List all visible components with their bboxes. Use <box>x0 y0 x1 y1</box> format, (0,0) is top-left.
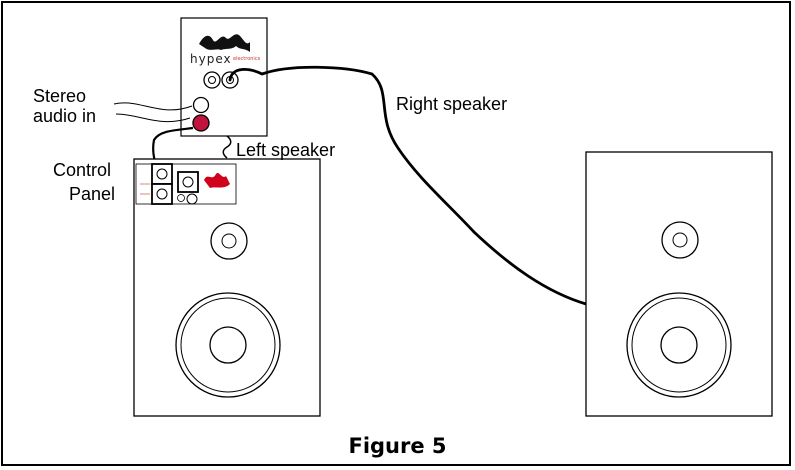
hypex-logo-icon <box>199 34 250 52</box>
stereo-audio-in-label-line2: audio in <box>33 106 97 126</box>
stereo-audio-in-label-line1: Stereo <box>33 86 87 106</box>
control-panel-connector-top <box>151 163 173 185</box>
output-jack-left <box>203 71 221 89</box>
control-panel-label-line2: Panel <box>69 184 116 204</box>
stereo-input-wire-2 <box>115 113 191 123</box>
left-speaker-cabinet <box>133 158 321 417</box>
figure-caption: Figure 5 <box>348 434 447 458</box>
control-panel-connector-bottom <box>151 183 173 205</box>
amplifier-brand-sub: electronics <box>233 56 261 62</box>
control-panel-knob <box>186 193 198 205</box>
left-speaker-cable <box>222 135 232 159</box>
control-panel-label-line1: Control <box>53 160 112 180</box>
amplifier-module <box>180 17 268 137</box>
input-jack-red <box>192 114 210 132</box>
right-speaker-cabinet <box>585 151 773 417</box>
left-speaker-label: Left speaker <box>236 140 336 160</box>
control-panel-connector-mid <box>177 171 199 193</box>
control-panel-logo-icon <box>204 173 230 188</box>
right-speaker-cable <box>228 65 588 306</box>
amplifier-brand: hypex <box>190 52 232 66</box>
stereo-input-wire-1 <box>113 102 193 111</box>
control-panel-knob-small <box>177 194 185 202</box>
control-panel <box>135 163 237 205</box>
input-jack-white <box>192 96 210 114</box>
right-speaker-label: Right speaker <box>396 94 508 114</box>
